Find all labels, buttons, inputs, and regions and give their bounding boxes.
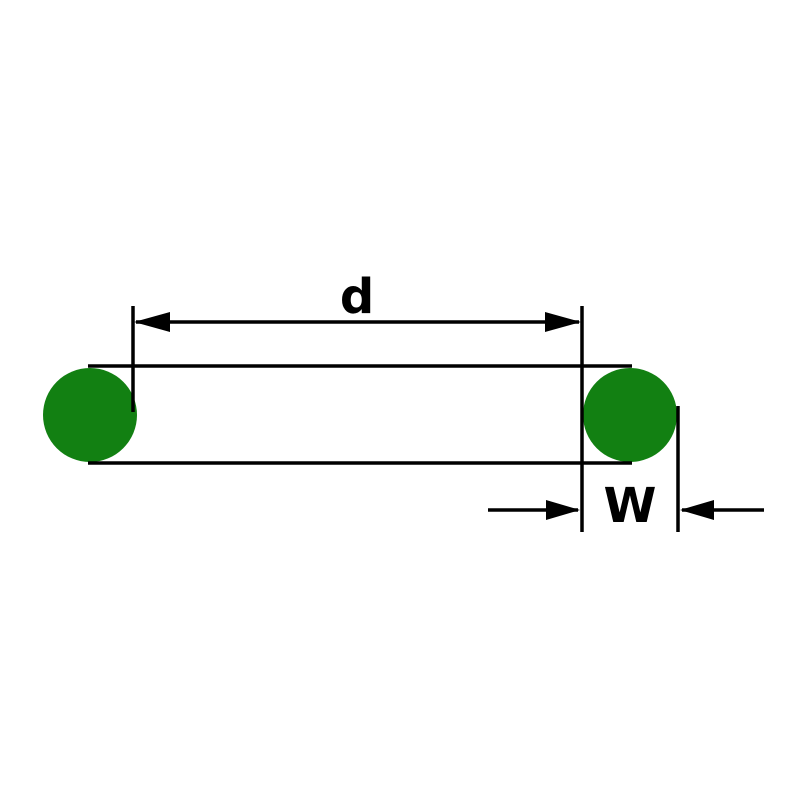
arrowhead-w-right-icon: [680, 500, 714, 520]
label-inner-diameter: d: [340, 269, 374, 325]
arrowhead-d-left-icon: [134, 312, 170, 332]
arrowhead-w-left-icon: [546, 500, 580, 520]
oring-cross-section-right: [583, 368, 677, 462]
arrowheads: [134, 312, 714, 520]
oring-cross-section-left: [43, 368, 137, 462]
label-cross-section-width: W: [604, 478, 657, 534]
arrowhead-d-right-icon: [545, 312, 581, 332]
